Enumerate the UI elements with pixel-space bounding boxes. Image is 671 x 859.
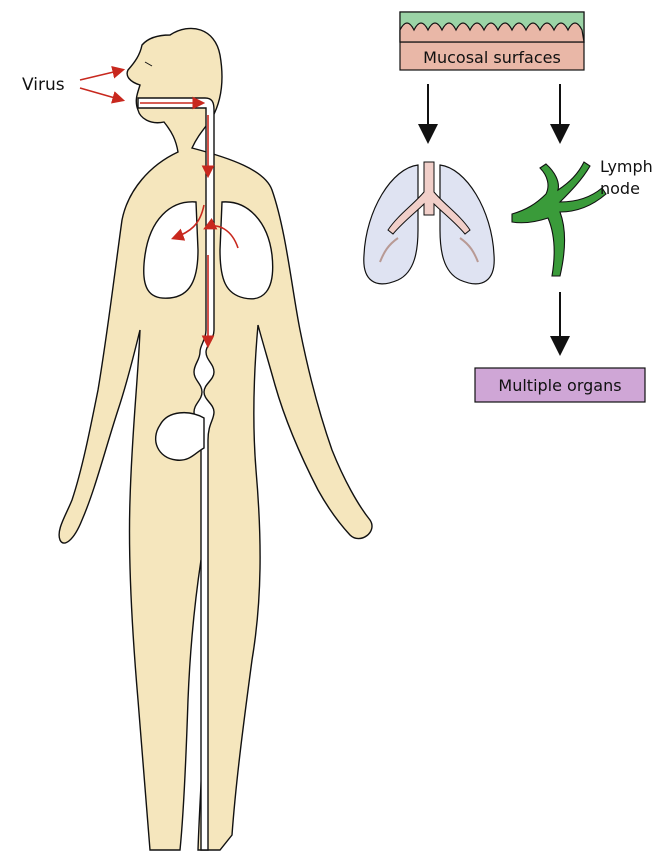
multiple-organs-box: Multiple organs [475, 368, 645, 402]
lymph-node-label-line1: Lymph [600, 157, 653, 176]
virus-arrow-nose [80, 70, 122, 80]
multiple-organs-label: Multiple organs [498, 376, 621, 395]
lymph-node-label-line2: node [600, 179, 640, 198]
body-silhouette [59, 28, 372, 850]
lungs-icon [364, 162, 494, 284]
human-body: Virus [22, 28, 372, 850]
stomach [156, 413, 204, 461]
lymph-node-icon: Lymph node [512, 157, 653, 276]
flow-diagram: Mucosal surfaces Lymph node Multiple org… [364, 12, 653, 402]
mucosal-surfaces-box: Mucosal surfaces [400, 12, 584, 70]
virus-arrow-mouth [80, 88, 122, 100]
mucosal-surfaces-label: Mucosal surfaces [423, 48, 561, 67]
virus-label: Virus [22, 75, 65, 95]
